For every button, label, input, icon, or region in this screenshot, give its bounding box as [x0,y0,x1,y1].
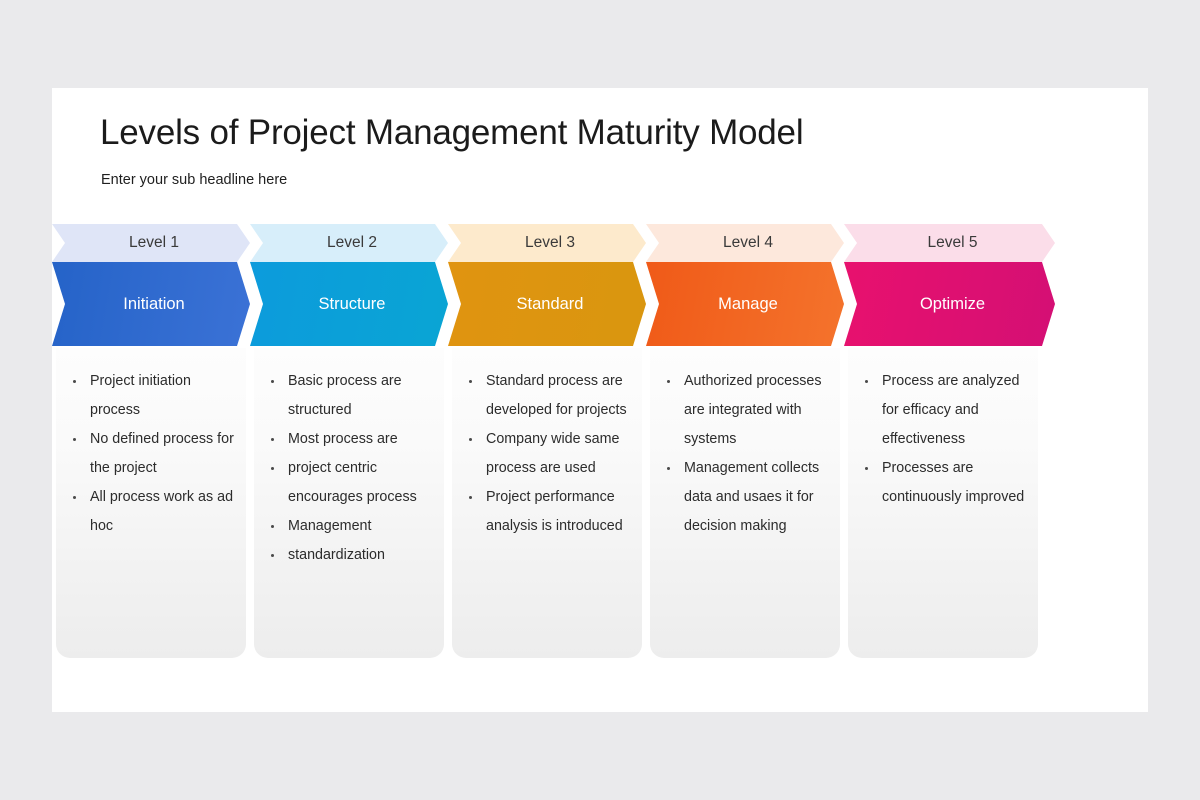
list-item: Processes are continuously improved [856,454,1028,512]
stage-panel-4: Authorized processes are integrated with… [650,348,840,658]
stage-name-2: Structure [318,294,386,313]
bullet-list-3: Standard process are developed for proje… [460,367,632,541]
stage-column-4: Level 4 Manage Authorized processes are … [646,224,844,664]
list-item: Most process are [262,425,434,454]
stage-name-3: Standard [516,294,584,313]
list-item: Company wide same process are used [460,425,632,483]
list-item: Project initiation process [64,367,236,425]
bullet-list-2: Basic process are structured Most proces… [262,367,434,570]
bullet-list-4: Authorized processes are integrated with… [658,367,830,541]
level-band-4: Level 4 [646,224,844,262]
level-band-1: Level 1 [52,224,250,262]
level-label-3: Level 3 [525,234,575,251]
stage-band-3[interactable]: Standard [448,262,646,346]
level-label-4: Level 4 [723,234,773,251]
stage-panel-5: Process are analyzed for efficacy and ef… [848,348,1038,658]
stage-panel-2: Basic process are structured Most proces… [254,348,444,658]
stage-name-4: Manage [718,294,778,313]
bullet-list-5: Process are analyzed for efficacy and ef… [856,367,1028,512]
list-item: Management [262,512,434,541]
bullet-list-1: Project initiation process No defined pr… [64,367,236,541]
stage-column-2: Level 2 Structure Basic process are stru… [250,224,448,664]
stage-band-1[interactable]: Initiation [52,262,250,346]
list-item: standardization [262,541,434,570]
level-label-5: Level 5 [927,234,978,251]
slide-canvas: Levels of Project Management Maturity Mo… [52,88,1148,712]
list-item: Authorized processes are integrated with… [658,367,830,454]
stage-name-1: Initiation [123,294,185,313]
maturity-model-diagram: Level 1 Initiation Project initiation pr… [52,224,1148,664]
list-item: Process are analyzed for efficacy and ef… [856,367,1028,454]
list-item: project centric encourages process [262,454,434,512]
page-subtitle: Enter your sub headline here [101,172,288,188]
level-label-1: Level 1 [129,234,179,251]
level-label-2: Level 2 [327,234,377,251]
stage-name-5: Optimize [919,294,986,313]
stage-panel-1: Project initiation process No defined pr… [56,348,246,658]
stage-column-5: Level 5 Optimize Process are analyzed fo… [844,224,1055,664]
list-item: All process work as ad hoc [64,483,236,541]
list-item: Project performance analysis is introduc… [460,483,632,541]
level-band-3: Level 3 [448,224,646,262]
stage-band-5[interactable]: Optimize [844,262,1055,346]
level-band-5: Level 5 [844,224,1055,262]
stage-panel-3: Standard process are developed for proje… [452,348,642,658]
stage-column-1: Level 1 Initiation Project initiation pr… [52,224,250,664]
list-item: No defined process for the project [64,425,236,483]
level-band-2: Level 2 [250,224,448,262]
stage-band-2[interactable]: Structure [250,262,448,346]
list-item: Standard process are developed for proje… [460,367,632,425]
stage-column-3: Level 3 Standard Standard process are de… [448,224,646,664]
list-item: Basic process are structured [262,367,434,425]
stage-band-4[interactable]: Manage [646,262,844,346]
list-item: Management collects data and usaes it fo… [658,454,830,541]
page-title: Levels of Project Management Maturity Mo… [100,113,804,152]
